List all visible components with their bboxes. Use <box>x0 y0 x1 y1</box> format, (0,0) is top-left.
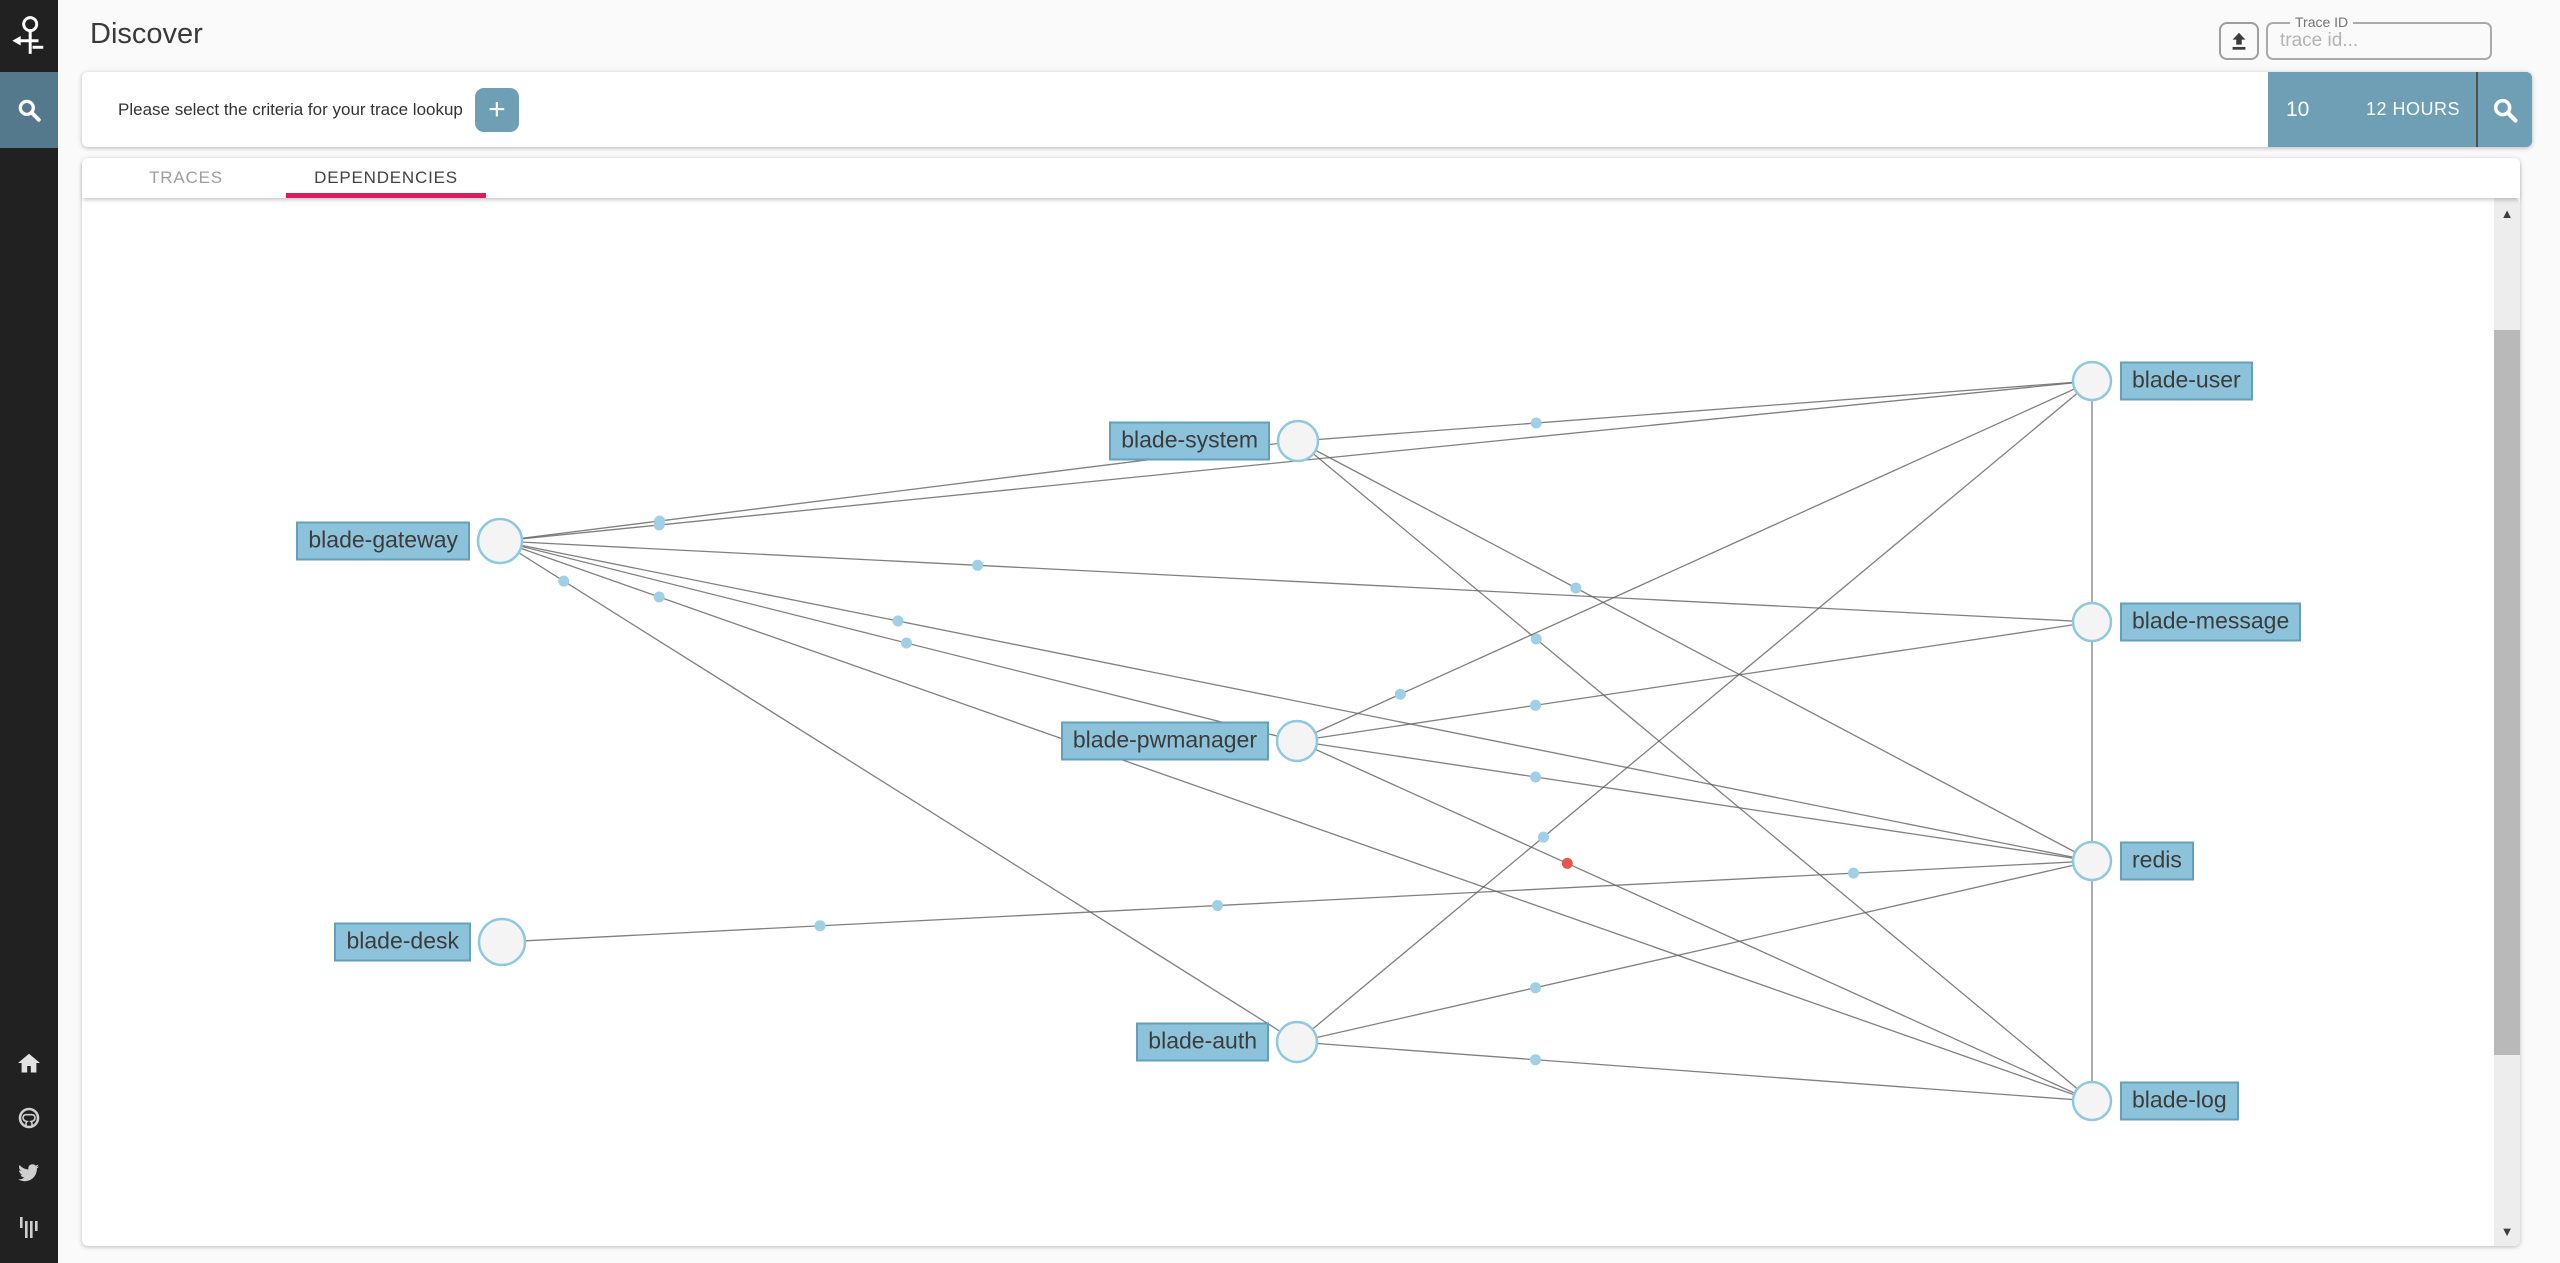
zipkin-logo[interactable] <box>0 0 58 72</box>
edge-blade-system-blade-log <box>1297 440 2093 1102</box>
service-label-blade-message[interactable]: blade-message <box>2120 602 2302 642</box>
search-bar: Please select the criteria for your trac… <box>82 72 2532 147</box>
vertical-scrollbar[interactable]: ▲ ▼ <box>2494 198 2520 1246</box>
edge-blade-pwmanager-redis <box>1296 740 2093 862</box>
lookback-chip[interactable]: 12 HOURS <box>2365 99 2460 119</box>
service-node-blade-log[interactable] <box>2071 1080 2113 1122</box>
arrow-marker <box>1570 582 1582 594</box>
sidebar-item-home[interactable] <box>0 1043 58 1083</box>
arrow-marker <box>1530 771 1541 783</box>
error-arrow-marker <box>1561 857 1573 869</box>
gitter-icon <box>20 1217 38 1238</box>
trace-id-label: Trace ID <box>2290 14 2354 30</box>
service-label-blade-user[interactable]: blade-user <box>2120 361 2253 401</box>
scroll-up-arrow[interactable]: ▲ <box>2500 205 2514 221</box>
edge-blade-gateway-blade-log <box>499 540 2093 1102</box>
active-tab-underline <box>286 193 486 198</box>
arrow-marker <box>1530 417 1542 429</box>
service-label-blade-pwmanager[interactable]: blade-pwmanager <box>1060 721 1269 761</box>
edge-blade-system-blade-user <box>1297 380 2093 442</box>
dependency-graph: blade-gateway blade-desk blade-system blade… <box>82 198 2494 1246</box>
edge-blade-desk-redis <box>501 860 2093 943</box>
sidebar-item-twitter[interactable] <box>0 1153 58 1193</box>
service-label-blade-log[interactable]: blade-log <box>2120 1081 2239 1121</box>
upload-trace-button[interactable] <box>2219 22 2259 60</box>
tab-dependencies[interactable]: DEPENDENCIES <box>286 158 486 198</box>
edge-blade-gateway-redis <box>499 540 2093 862</box>
edge-blade-system-redis <box>1297 440 2093 862</box>
arrow-marker <box>900 637 912 649</box>
service-node-blade-system[interactable] <box>1276 419 1320 463</box>
sidebar <box>0 0 58 1263</box>
edge-blade-auth-redis <box>1296 860 2093 1043</box>
service-label-blade-system[interactable]: blade-system <box>1109 421 1270 461</box>
add-criteria-button[interactable]: + <box>474 87 519 132</box>
edge-blade-gateway-blade-message <box>499 540 2093 623</box>
edge-blade-gateway-blade-pwmanager <box>499 540 1298 742</box>
service-label-blade-desk[interactable]: blade-desk <box>334 922 471 962</box>
home-icon <box>18 1053 40 1073</box>
upload-icon <box>2232 32 2246 50</box>
trace-id-field[interactable]: Trace ID <box>2266 14 2492 60</box>
service-node-redis[interactable] <box>2071 840 2113 882</box>
github-icon <box>18 1107 40 1129</box>
criteria-area[interactable]: Please select the criteria for your trac… <box>82 72 2268 147</box>
edge-blade-pwmanager-blade-log <box>1296 740 2093 1102</box>
service-node-blade-user[interactable] <box>2071 360 2113 402</box>
arrow-marker <box>1212 900 1223 912</box>
search-icon <box>18 99 41 122</box>
tab-bar: TRACES DEPENDENCIES <box>82 158 2520 198</box>
page-title: Discover <box>90 18 203 50</box>
plus-icon: + <box>488 92 506 126</box>
arrow-marker <box>653 519 665 531</box>
search-icon <box>2493 98 2518 123</box>
arrow-marker <box>1530 633 1542 645</box>
arrow-marker <box>558 575 570 587</box>
edge-blade-auth-blade-log <box>1296 1041 2093 1102</box>
arrow-marker <box>1537 831 1549 843</box>
query-divider <box>2476 72 2478 147</box>
query-settings-bar: 10 12 HOURS <box>2268 72 2532 147</box>
service-node-blade-gateway[interactable] <box>476 517 524 565</box>
service-label-blade-gateway[interactable]: blade-gateway <box>296 521 470 561</box>
limit-chip[interactable]: 10 <box>2286 97 2310 121</box>
criteria-hint: Please select the criteria for your trac… <box>118 99 463 119</box>
arrow-marker <box>892 615 904 627</box>
arrow-marker <box>1394 688 1406 700</box>
results-card: TRACES DEPENDENCIES blade-gateway blade-d… <box>82 158 2520 1246</box>
arrow-marker <box>1530 982 1541 994</box>
scroll-down-arrow[interactable]: ▼ <box>2500 1223 2514 1239</box>
sidebar-item-github[interactable] <box>0 1098 58 1138</box>
edge-blade-pwmanager-blade-user <box>1296 380 2093 742</box>
scrollbar-thumb[interactable] <box>2494 330 2520 1055</box>
service-node-blade-pwmanager[interactable] <box>1275 719 1319 763</box>
arrow-marker <box>1848 867 1859 879</box>
search-button[interactable] <box>2478 72 2532 147</box>
service-label-blade-auth[interactable]: blade-auth <box>1136 1022 1269 1062</box>
sidebar-item-search[interactable] <box>0 72 58 148</box>
arrow-marker <box>653 591 665 603</box>
tab-traces[interactable]: TRACES <box>149 168 223 187</box>
service-node-blade-auth[interactable] <box>1275 1020 1319 1064</box>
edge-blade-pwmanager-blade-message <box>1296 621 2093 742</box>
arrow-marker <box>972 559 984 571</box>
zipkin-lens-icon <box>12 16 44 54</box>
edge-blade-auth-blade-user <box>1296 380 2093 1043</box>
edge-blade-gateway-blade-auth <box>499 540 1298 1043</box>
twitter-icon <box>18 1164 39 1182</box>
service-label-redis[interactable]: redis <box>2120 841 2194 881</box>
sidebar-item-gitter[interactable] <box>0 1209 58 1249</box>
service-node-blade-desk[interactable] <box>477 917 527 967</box>
arrow-marker <box>1530 1054 1541 1066</box>
arrow-marker <box>1530 699 1541 711</box>
service-node-blade-message[interactable] <box>2071 601 2113 643</box>
arrow-marker <box>814 920 826 932</box>
